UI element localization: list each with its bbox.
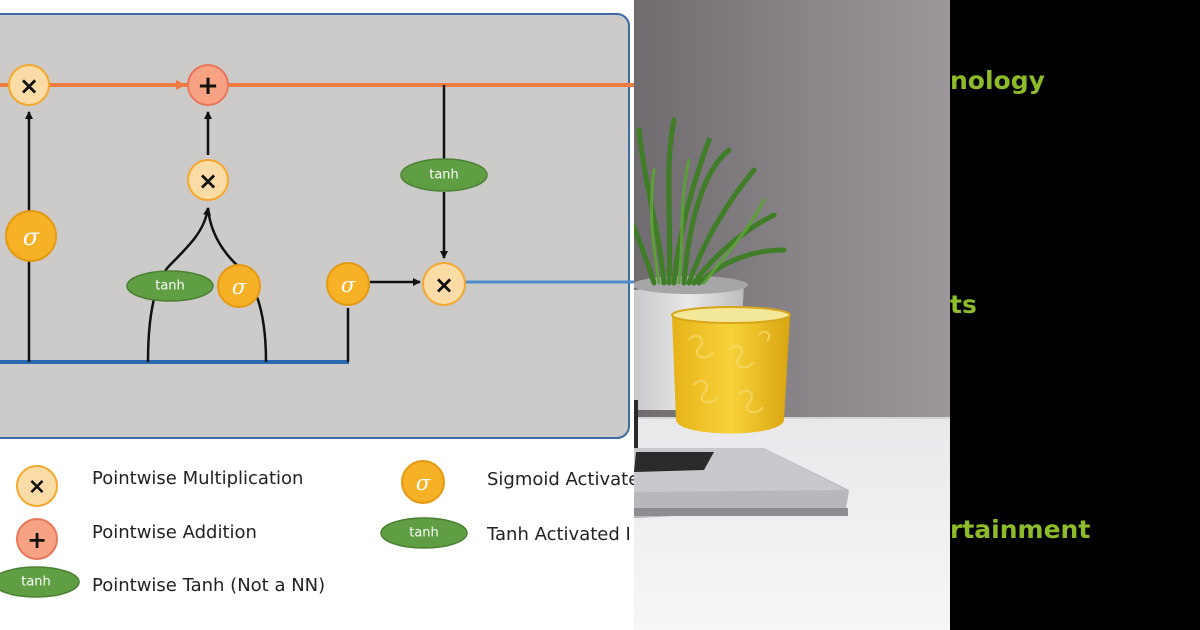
svg-text:+: + xyxy=(27,526,47,554)
category-entertainment[interactable]: rtainment xyxy=(950,515,1091,544)
legend-add-icon: + xyxy=(16,518,58,560)
lstm-diagram-panel: × + × σ tanh σ σ tanh xyxy=(0,13,634,598)
legend-multiply-icon: × xyxy=(16,465,58,507)
svg-text:tanh: tanh xyxy=(21,575,51,590)
input-branch-left xyxy=(146,207,212,363)
add-icon: + xyxy=(197,71,219,101)
output-sigmoid-node: σ xyxy=(326,262,370,306)
sigma-icon: σ xyxy=(232,275,247,299)
legend-sigmoid-icon: σ xyxy=(401,460,445,504)
svg-text:×: × xyxy=(28,475,46,500)
category-technology[interactable]: nology xyxy=(950,66,1045,95)
category-panel: nology ts rtainment xyxy=(950,0,1200,630)
multiply-icon: × xyxy=(198,167,218,195)
input-multiply-node: × xyxy=(187,159,229,201)
legend-pointwise-addition: Pointwise Addition xyxy=(92,522,257,543)
output-multiply-node: × xyxy=(422,262,466,306)
tanh-label: tanh xyxy=(429,168,459,183)
sigma-icon: σ xyxy=(23,223,40,251)
legend-tanh-icon: tanh xyxy=(0,566,80,598)
legend-pointwise-tanh: Pointwise Tanh (Not a NN) xyxy=(92,575,325,596)
legend-tanh-activated: Tanh Activated I xyxy=(486,524,631,545)
cup-icon xyxy=(671,306,791,434)
desk-photo xyxy=(634,0,950,630)
forget-multiply-node: × xyxy=(8,64,50,106)
add-node: + xyxy=(187,64,229,106)
multiply-icon: × xyxy=(434,271,454,299)
tanh-label: tanh xyxy=(155,279,185,294)
forget-sigmoid-node: σ xyxy=(5,210,57,262)
cell-box xyxy=(0,13,630,439)
laptop-icon xyxy=(634,400,849,518)
svg-text:σ: σ xyxy=(416,471,431,495)
category-sports[interactable]: ts xyxy=(950,290,977,319)
svg-text:tanh: tanh xyxy=(409,526,439,541)
legend: × Pointwise Multiplication + Pointwise A… xyxy=(0,460,634,598)
input-tanh-node: tanh xyxy=(126,270,214,302)
legend-pointwise-multiplication: Pointwise Multiplication xyxy=(92,468,303,489)
legend-tanh-activated-icon: tanh xyxy=(380,517,468,549)
output-tanh-node: tanh xyxy=(400,158,488,192)
sigma-icon: σ xyxy=(341,273,356,297)
legend-sigmoid-activated: Sigmoid Activate xyxy=(487,469,634,490)
multiply-icon: × xyxy=(19,72,39,100)
lstm-diagram: × + × σ tanh σ σ tanh xyxy=(0,13,634,598)
input-sigmoid-node: σ xyxy=(217,264,261,308)
desk-photo-illustration xyxy=(634,0,950,630)
